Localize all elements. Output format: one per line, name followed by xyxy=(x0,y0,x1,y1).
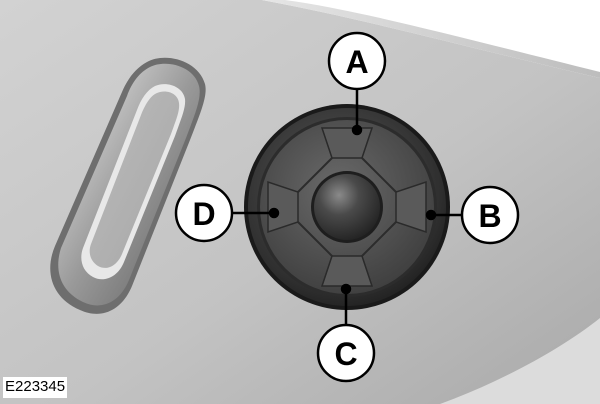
door-trim-lower-edge xyxy=(440,318,600,404)
image-code-label: E223345 xyxy=(3,377,68,398)
callout-c: C xyxy=(316,323,376,383)
callout-d-label: D xyxy=(192,196,215,232)
callout-c-label: C xyxy=(334,336,357,372)
callout-a: A xyxy=(327,31,387,91)
callout-a-label: A xyxy=(345,44,368,80)
callout-leaders xyxy=(232,88,462,326)
callout-b: B xyxy=(460,185,520,245)
callout-b-label: B xyxy=(478,198,501,234)
callout-d: D xyxy=(174,183,234,243)
seat-cushion-switch xyxy=(50,57,206,314)
four-way-control-knob xyxy=(244,104,450,310)
